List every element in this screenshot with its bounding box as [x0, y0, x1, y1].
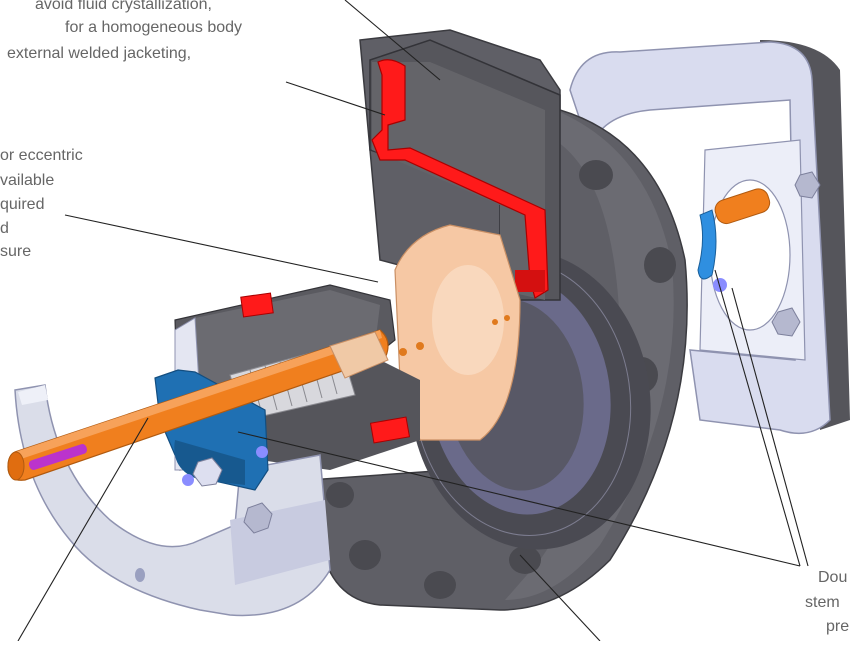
right-stem-stub: [697, 188, 771, 292]
left-label-line-5: sure: [0, 243, 32, 260]
left-label-line-1: or eccentric: [0, 147, 83, 164]
bottom-right-label-line-2: stem: [805, 594, 840, 611]
top-label-line-1: avoid fluid crystallization,: [35, 0, 212, 13]
left-label-line-3: quired: [0, 196, 45, 213]
left-label-line-2: vailable: [0, 172, 55, 189]
right-bracket: [569, 40, 850, 435]
bottom-right-label-line-3: pre: [826, 618, 850, 635]
stem-key: [28, 444, 88, 470]
red-section: [371, 59, 549, 299]
stem: [7, 329, 389, 481]
leader-lines: [17, 0, 809, 642]
ball: [394, 224, 521, 441]
top-label-line-3: external welded jacketing,: [7, 45, 192, 62]
left-label-line-4: d: [0, 220, 9, 237]
top-label-line-2: for a homogeneous body: [65, 19, 243, 36]
bottom-right-label-line-1: Dou: [818, 569, 848, 586]
